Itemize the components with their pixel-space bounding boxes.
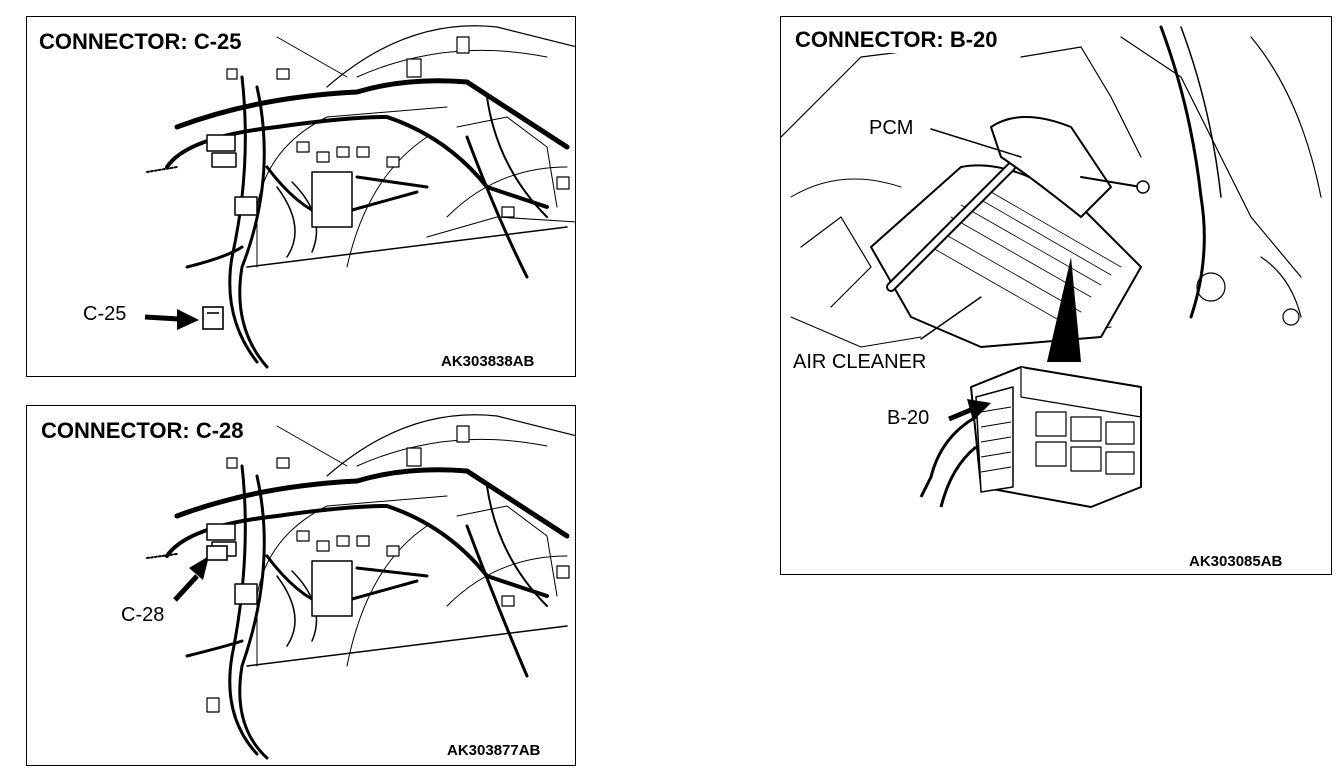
figure-code-c25: AK303838AB (439, 353, 537, 370)
diagram-panel-c28: CONNECTOR: C-28 C-28 AK303877AB (26, 405, 576, 766)
diagram-panel-c25: CONNECTOR: C-25 C-25 AK303838AB (26, 16, 576, 377)
harness-drawing-c25 (144, 25, 575, 369)
diagram-panel-b20: CONNECTOR: B-20 PCM AIR CLEANER B-20 AK3… (780, 16, 1332, 575)
callout-label-b20: B-20 (885, 407, 932, 430)
figure-code-c28: AK303877AB (445, 742, 543, 759)
connector-icon (206, 545, 228, 561)
callout-label-c28: C-28 (119, 604, 167, 627)
engine-bay-drawing-b20 (781, 25, 1322, 508)
callout-label-c25: C-25 (81, 303, 129, 326)
arrow-icon (948, 399, 991, 422)
pcm-module-icon (919, 366, 1142, 508)
air-cleaner-label: AIR CLEANER (791, 351, 929, 374)
arrow-icon (144, 309, 199, 330)
connector-icon (202, 306, 224, 330)
panel-title-b20: CONNECTOR: B-20 (793, 27, 1000, 53)
pcm-label: PCM (867, 117, 916, 140)
harness-drawing-c28 (146, 414, 575, 760)
figure-code-b20: AK303085AB (1187, 553, 1285, 570)
arrow-icon (173, 556, 209, 602)
panel-title-c25: CONNECTOR: C-25 (37, 29, 244, 55)
panel-title-c28: CONNECTOR: C-28 (39, 418, 246, 444)
